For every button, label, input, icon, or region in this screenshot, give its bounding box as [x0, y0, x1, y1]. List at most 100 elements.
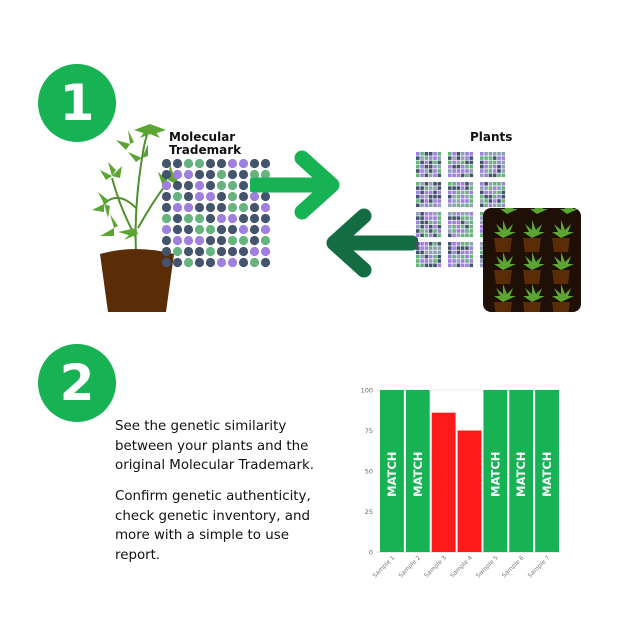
trademark-dot — [172, 180, 183, 191]
x-tick-label: Sample 7 — [527, 554, 552, 579]
trademark-dot — [216, 180, 227, 191]
trademark-dot — [238, 235, 249, 246]
tray-plant — [552, 252, 574, 284]
y-tick-label: 50 — [365, 468, 373, 476]
trademark-dot — [161, 158, 172, 169]
trademark-dot — [249, 224, 260, 235]
trademark-dot — [216, 224, 227, 235]
trademark-dot — [205, 180, 216, 191]
x-tick-label: Sample 5 — [475, 554, 500, 579]
trademark-dot — [227, 169, 238, 180]
trademark-dot — [227, 213, 238, 224]
trademark-dot — [205, 213, 216, 224]
trademark-dot — [172, 257, 183, 268]
sample-grid — [448, 212, 474, 238]
step-2-number: 2 — [59, 354, 95, 412]
trademark-dot — [216, 213, 227, 224]
trademark-dot — [249, 169, 260, 180]
trademark-dot — [216, 169, 227, 180]
trademark-dot — [172, 224, 183, 235]
trademark-dot — [238, 158, 249, 169]
trademark-dot — [194, 224, 205, 235]
sample-grid — [416, 242, 442, 268]
trademark-dot — [183, 246, 194, 257]
sample-grid — [448, 242, 474, 268]
x-tick-label: Sample 6 — [501, 554, 526, 579]
trademark-dot — [172, 158, 183, 169]
trademark-dot — [194, 213, 205, 224]
tray-top-plant — [560, 208, 578, 214]
tray-plant — [552, 220, 574, 252]
tray-plant — [523, 284, 545, 312]
trademark-dot — [205, 246, 216, 257]
trademark-dot — [205, 257, 216, 268]
trademark-dot — [183, 202, 194, 213]
trademark-dot — [249, 213, 260, 224]
trademark-dot — [216, 158, 227, 169]
sample-grid — [416, 212, 442, 238]
trademark-dot — [172, 213, 183, 224]
trademark-dot — [238, 246, 249, 257]
trademark-dot — [194, 235, 205, 246]
bar-match-label: MATCH — [514, 452, 528, 497]
y-tick-label: 25 — [365, 508, 373, 516]
bar-6 — [509, 390, 534, 552]
bar-match-label: MATCH — [411, 452, 425, 497]
trademark-dot — [260, 169, 271, 180]
trademark-dot — [238, 257, 249, 268]
y-tick-label: 0 — [369, 549, 373, 557]
trademark-dot — [227, 246, 238, 257]
bar-match-label: MATCH — [540, 452, 554, 497]
tray-top-plant — [500, 208, 518, 214]
trademark-dot — [183, 180, 194, 191]
trademark-dot — [205, 191, 216, 202]
sample-grid — [480, 182, 506, 208]
trademark-dot — [194, 180, 205, 191]
sample-grid — [448, 182, 474, 208]
y-tick-label: 100 — [361, 387, 373, 395]
similarity-paragraph: See the genetic similarity between your … — [115, 419, 314, 473]
arrow-right-icon — [250, 150, 340, 220]
trademark-dot — [161, 191, 172, 202]
trademark-dot — [161, 224, 172, 235]
x-tick-label: Sample 2 — [397, 554, 422, 579]
trademark-dot — [205, 202, 216, 213]
trademark-dot — [216, 202, 227, 213]
trademark-dot — [183, 235, 194, 246]
trademark-dot — [238, 202, 249, 213]
trademark-dot — [227, 191, 238, 202]
bar-5 — [483, 390, 508, 552]
trademark-dot — [227, 224, 238, 235]
trademark-dot — [194, 169, 205, 180]
trademark-dot — [260, 158, 271, 169]
trademark-dot — [183, 158, 194, 169]
bar-1 — [380, 390, 404, 552]
trademark-dot — [161, 213, 172, 224]
trademark-dot — [249, 257, 260, 268]
trademark-dot — [161, 257, 172, 268]
tray-plant — [523, 252, 545, 284]
trademark-dot — [161, 202, 172, 213]
trademark-dot — [205, 235, 216, 246]
bar-7 — [535, 390, 559, 552]
tray-plant — [494, 220, 516, 252]
trademark-dot — [260, 202, 271, 213]
step-2-badge: 2 — [38, 344, 116, 422]
trademark-dot — [260, 213, 271, 224]
tray-plant — [523, 220, 545, 252]
trademark-dot — [194, 257, 205, 268]
trademark-dot — [205, 158, 216, 169]
trademark-dot — [205, 169, 216, 180]
trademark-dot — [172, 202, 183, 213]
trademark-dot — [205, 224, 216, 235]
molecular-trademark-label: Molecular Trademark — [169, 130, 242, 157]
trademark-dot — [238, 224, 249, 235]
trademark-dot — [227, 235, 238, 246]
trademark-dot — [183, 213, 194, 224]
trademark-dot — [183, 191, 194, 202]
tray-plant — [494, 284, 516, 312]
trademark-dot — [260, 246, 271, 257]
sample-grid — [448, 152, 474, 178]
trademark-dot — [172, 169, 183, 180]
